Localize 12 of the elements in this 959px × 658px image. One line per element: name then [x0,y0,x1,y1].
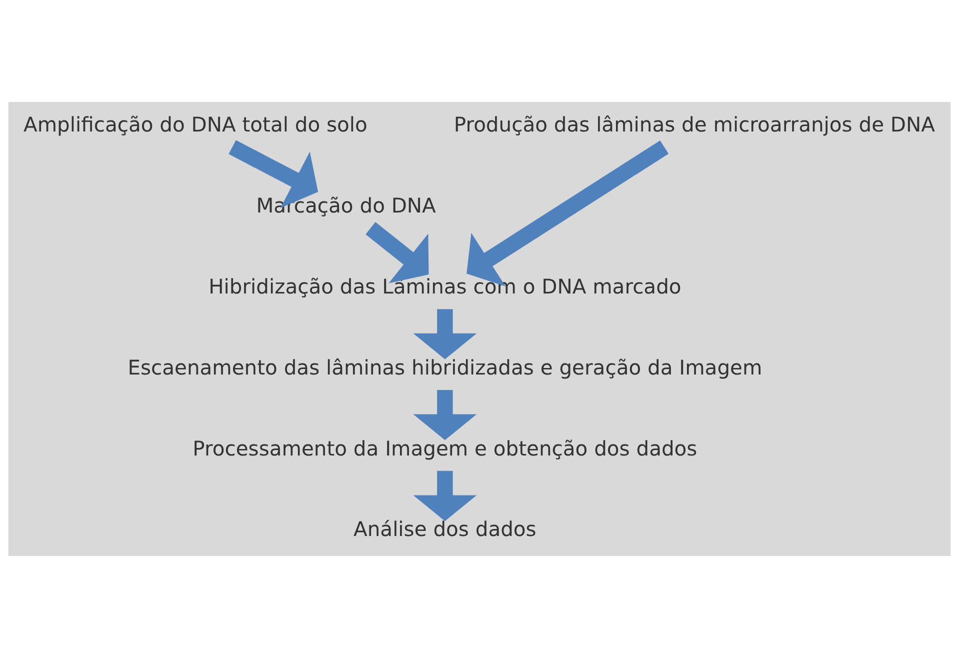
node-text: Amplificação do DNA total do solo [24,112,368,137]
node-text: Hibridização das Lâminas com o DNA marcado [208,274,682,298]
node-text: Escaenamento das lâminas hibridizadas e geração da Imagem [128,355,762,380]
arrow [366,222,429,284]
node-text: Processamento da Imagem e obtenção dos dados [192,436,698,460]
arrow [466,140,669,286]
arrow [228,140,318,208]
node-text: Marcação do DNA [256,194,436,218]
arrow [413,470,477,522]
node-text: Análise dos dados [354,517,536,542]
arrow [413,390,477,440]
node-text: Produção das lâminas de microarranjos de DNA [454,112,935,137]
